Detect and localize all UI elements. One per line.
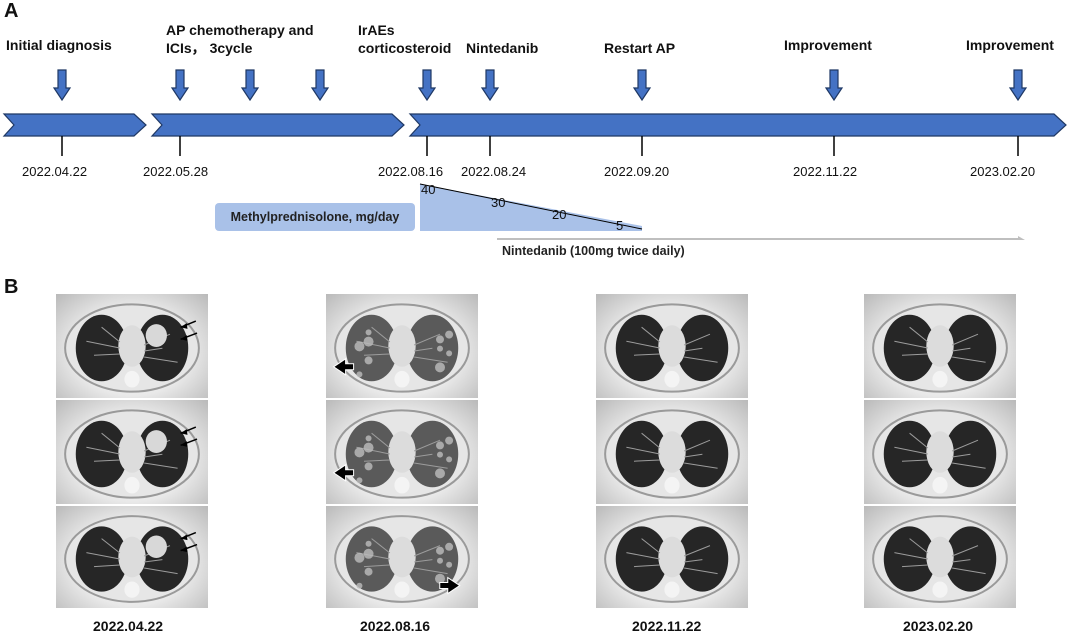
timeline-graphic [2,69,1067,240]
ct-scan-tile [596,294,748,398]
date-2022-08-24: 2022.08.24 [461,164,527,179]
ct-scan-tile [596,400,748,504]
dose-40: 40 [421,182,436,197]
ct-scan-tile [56,506,208,608]
dose-5: 5 [616,218,624,233]
nintedanib-duration-arrow [497,236,1025,240]
nintedanib-bar-label: Nintedanib (100mg twice daily) [502,244,685,258]
ct-scan-tile [864,400,1016,504]
methylprednisolone-label-box: Methylprednisolone, mg/day [215,203,415,231]
ct-scan-tile [864,294,1016,398]
dose-20: 20 [552,207,567,222]
caption-2023-02-20: 2023.02.20 [903,618,974,634]
event-restart-ap: Restart AP [604,40,676,56]
timeline-segment-2 [150,113,405,137]
date-2022-11-22: 2022.11.22 [793,164,858,179]
caption-2022-08-16: 2022.08.16 [360,618,431,634]
caption-2022-04-22: 2022.04.22 [93,618,164,634]
caption-2022-11-22: 2022.11.22 [632,618,702,634]
event-irae-line1: IrAEs [358,22,395,38]
date-2022-04-22: 2022.04.22 [22,164,88,179]
event-ap-chemo-line1: AP chemotherapy and [166,22,314,38]
ct-scan-tile [56,400,208,504]
timeline-segment-3 [408,113,1067,137]
ct-scan-tile [864,506,1016,608]
event-ap-chemo-line2: ICIs， 3cycle [166,40,253,56]
event-initial-diagnosis: Initial diagnosis [6,37,112,53]
date-2022-09-20: 2022.09.20 [604,164,670,179]
panel-b-letter: B [4,276,19,298]
panel-a-letter: A [4,0,19,22]
methylprednisolone-label: Methylprednisolone, mg/day [230,210,400,224]
ct-scan-tile [56,294,208,398]
ct-scan-tile [596,506,748,608]
ct-scan-tile [326,400,478,504]
timeline-segment-1 [2,113,147,137]
ct-scan-tile [326,294,478,398]
event-nintedanib: Nintedanib [466,40,539,56]
ct-scan-tile [326,506,478,608]
date-2022-05-28: 2022.05.28 [143,164,209,179]
dose-30: 30 [491,195,506,210]
event-improvement-1: Improvement [784,37,872,53]
date-2023-02-20: 2023.02.20 [970,164,1036,179]
event-irae-line2: corticosteroid [358,40,452,56]
event-improvement-2: Improvement [966,37,1054,53]
date-2022-08-16: 2022.08.16 [378,164,444,179]
